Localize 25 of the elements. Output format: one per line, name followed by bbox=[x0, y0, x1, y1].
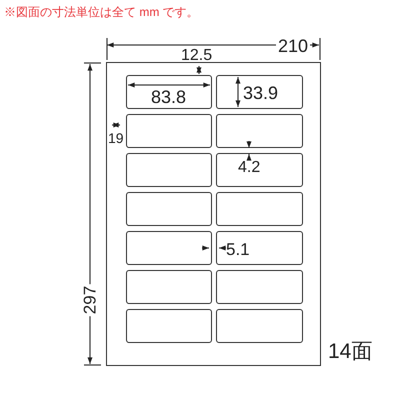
label-outline bbox=[126, 74, 212, 108]
label-outline bbox=[216, 114, 302, 148]
label-outline bbox=[126, 192, 212, 226]
dimension-value: 5.1 bbox=[226, 241, 250, 258]
label-outline bbox=[126, 270, 212, 304]
label-outline bbox=[126, 230, 212, 264]
label-outline bbox=[216, 192, 302, 226]
label-outline bbox=[216, 230, 302, 264]
label-outline bbox=[126, 114, 212, 148]
dimension-value: 210 bbox=[276, 37, 310, 55]
dimension-value: 4.2 bbox=[238, 160, 260, 176]
dimension-value: 12.5 bbox=[181, 48, 212, 64]
label-sheet bbox=[106, 62, 321, 366]
dimension-value: 83.8 bbox=[151, 88, 186, 106]
label-outline bbox=[216, 270, 302, 304]
dimension-value: 14面 bbox=[328, 341, 372, 362]
dimension-value: 33.9 bbox=[243, 84, 278, 102]
label-outline bbox=[126, 308, 212, 342]
dimension-value: 297 bbox=[82, 284, 98, 316]
label-outline bbox=[216, 308, 302, 342]
label-outline bbox=[216, 74, 302, 108]
note-text: ※図面の寸法単位は全て mm です。 bbox=[4, 6, 199, 18]
label-outline bbox=[216, 152, 302, 186]
dimension-value: 19 bbox=[108, 131, 124, 145]
label-outline bbox=[126, 152, 212, 186]
